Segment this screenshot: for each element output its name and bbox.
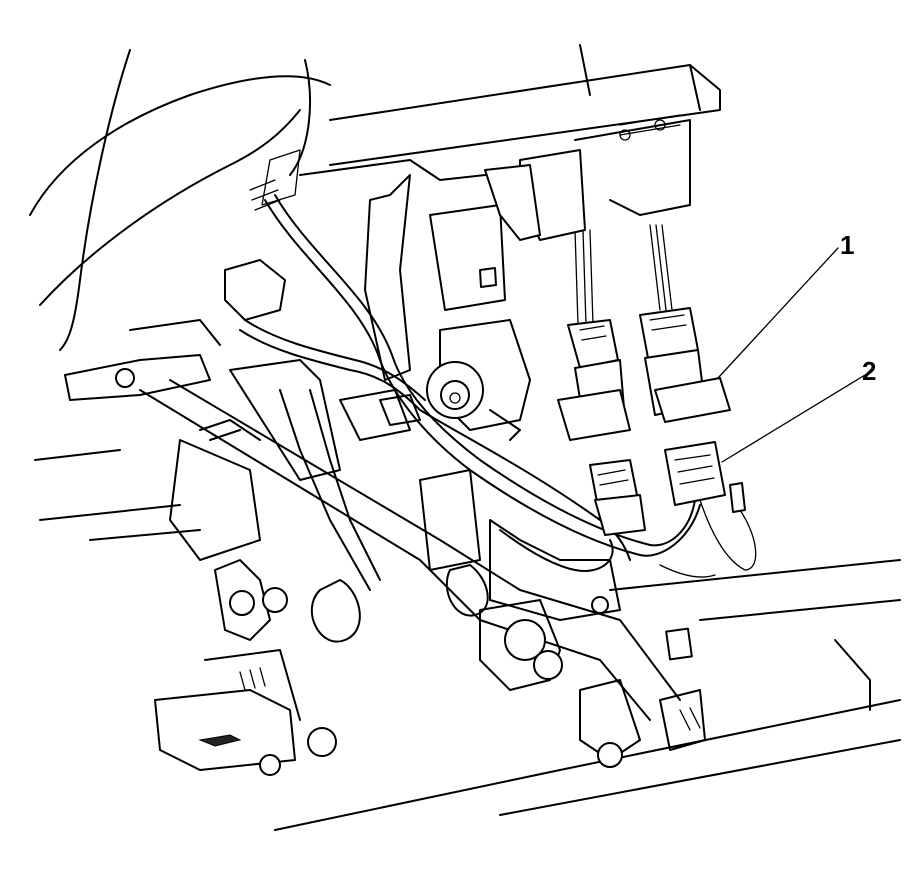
callout-leaders xyxy=(717,247,866,463)
wiring-harness xyxy=(224,194,757,578)
callout-1: 1 xyxy=(840,230,854,260)
lower-trim-lines xyxy=(34,449,901,831)
left-mount-bracket xyxy=(64,319,221,401)
upper-connector-pair xyxy=(484,149,731,441)
dash-upper-panel xyxy=(329,44,721,216)
callout-2: 2 xyxy=(862,356,876,386)
lower-column-parts xyxy=(214,559,641,768)
column-bracket xyxy=(299,159,561,441)
lower-connector-pair xyxy=(589,441,746,536)
steering-column-shroud xyxy=(29,49,331,351)
lower-trim-bracket xyxy=(154,649,706,776)
